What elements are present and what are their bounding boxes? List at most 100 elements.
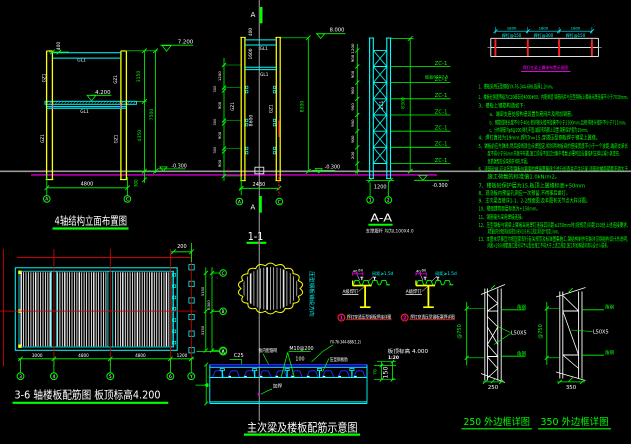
line-work	[420, 275, 437, 292]
dim-label: 4800	[81, 182, 94, 188]
line-work	[546, 308, 593, 359]
dim-label: 3000	[32, 353, 43, 358]
grid-bubble	[123, 195, 132, 203]
weld-detail-d1: 40 60 间距≥1.5d A级焊钉 1 焊钉穿透压型钢板焊接详图	[337, 268, 394, 322]
line-work	[45, 50, 128, 180]
note-line: 7、楼板砼保护层为15,板顶上翼缘标高+50mm	[479, 181, 586, 189]
grid-letter: C	[126, 197, 129, 203]
line-work	[415, 272, 427, 276]
line-work	[494, 39, 593, 56]
dim-label: 6300	[206, 300, 211, 310]
callout-label: C25	[234, 353, 244, 359]
dim-label: 8600	[249, 115, 255, 127]
member-label: 角钢	[605, 349, 615, 356]
stud-bay-label: 焊钉@150	[566, 32, 586, 38]
grid-letter: B	[222, 309, 225, 314]
stud-bay-label: 焊钉@300	[534, 32, 554, 38]
grid-bubble	[366, 196, 374, 204]
note-line: 13、本图未尽事宜均按国家现行有关规范及标准图集施工,钢结构制作安装详见钢结构设…	[479, 235, 629, 243]
member-label: 角钢	[517, 350, 527, 357]
col-label: GZ1	[230, 102, 235, 111]
grid-bubble	[166, 372, 175, 381]
dim-label: 900	[217, 101, 222, 109]
member-label: ZC-1	[435, 77, 448, 83]
grid-bubble	[187, 372, 196, 381]
stud-bay-dim: 1800	[507, 26, 517, 31]
view-title: 350 外边框详图	[541, 416, 609, 428]
grid-bubble	[275, 197, 284, 206]
member-label: ZC-1	[435, 61, 448, 67]
member-label: ZC-1	[435, 158, 448, 164]
line-work	[0, 249, 196, 367]
dim-label: 60	[421, 268, 426, 273]
note-line: 12、压型钢板与钢梁上翼缘采用焊钉连接其间距≤250mm时(按规范)间距150处…	[479, 221, 629, 229]
section-marker: A	[250, 203, 255, 212]
line-work	[45, 50, 128, 181]
beam-label: GL1	[260, 46, 269, 51]
dim-label: 200	[350, 151, 355, 159]
note-line: 2、楼板砼强度等级为C20细石砼4000#00、内配单层 钢筋网片与压型钢板上翼…	[479, 93, 631, 101]
member-label: ZC-1	[435, 93, 448, 99]
dim-label: 300	[213, 85, 217, 93]
view-title: 1-1	[248, 231, 264, 243]
dim-label: 60	[358, 268, 363, 273]
grid-letter: 4	[53, 374, 56, 380]
section-1-1: A A GL1 GL1 400 1600 8600 GZ1 GZ1 1200 9…	[213, 0, 311, 421]
line-work	[466, 302, 526, 383]
callout-label: 1:20	[388, 355, 399, 361]
stud-bay-dim: 1800	[539, 26, 549, 31]
callout-label: 压型钢板肋	[330, 356, 348, 363]
grid-letter: A	[222, 349, 225, 354]
line-work	[352, 284, 372, 308]
line-work	[52, 104, 121, 109]
view-title: 3-6 轴楼板配筋图 板顶标高4.200	[15, 388, 161, 402]
dim-label: 3150	[200, 325, 205, 335]
callout-label: YX-76-344-688(1.2)	[329, 339, 361, 345]
note-line: a、端部支座处按构造设置负筋网片及附加钢筋。	[490, 110, 576, 118]
dim-label: 1600	[248, 48, 254, 59]
dim-label: 350	[566, 385, 577, 391]
line-work	[19, 271, 174, 347]
callout-label: A级焊钉	[343, 288, 359, 295]
col-label: GZ1	[114, 134, 119, 143]
dim-label: 76	[372, 369, 378, 375]
dim-label: 200	[177, 244, 187, 250]
grid-bubble	[106, 372, 115, 381]
view-title: 250 外边框详图	[464, 416, 531, 428]
detail-title: 焊钉在梁上翼缘布置示意图	[523, 64, 569, 71]
level-label: -0.300	[432, 183, 447, 189]
grid-letter: 6	[169, 374, 172, 380]
line-work	[372, 50, 388, 164]
callout-label: 100	[295, 357, 304, 363]
stud-bay-label: 焊钉@150	[502, 32, 522, 38]
note-line: 负筋端部应设弯钩并绑扎牢固。	[488, 157, 531, 165]
grid-bubble	[50, 372, 58, 381]
line-work	[240, 36, 282, 182]
line-work	[46, 52, 127, 109]
grid-bubble	[384, 196, 393, 204]
line-work	[495, 27, 593, 34]
grid-letter: C	[278, 199, 281, 205]
line-work	[555, 287, 586, 381]
member-label: L50X5	[593, 330, 609, 336]
member-label: ZC-1	[435, 109, 448, 115]
line-work	[195, 353, 396, 386]
line-work	[480, 284, 506, 383]
detail-number: 2	[403, 316, 407, 322]
dim-label: 1200	[177, 353, 188, 358]
line-work	[223, 37, 309, 196]
stud-layout-detail: 焊钉@150 1800 焊钉@300 1800 焊钉@150 1800 焊钉在梁…	[487, 26, 602, 72]
section-marker: A	[250, 10, 255, 19]
member-label: L50X5	[511, 331, 527, 337]
col-label: GZ1	[40, 134, 45, 143]
grid-bubble	[43, 195, 51, 203]
line-work	[17, 249, 215, 362]
dim-label: 40	[353, 268, 358, 273]
grid-letter: 5	[109, 374, 112, 380]
dim-label: 900	[350, 70, 355, 78]
line-work	[23, 272, 170, 347]
dim-label: 900	[217, 131, 222, 139]
dim-label: @750	[457, 324, 463, 339]
member-label: ZC-1	[435, 126, 448, 132]
